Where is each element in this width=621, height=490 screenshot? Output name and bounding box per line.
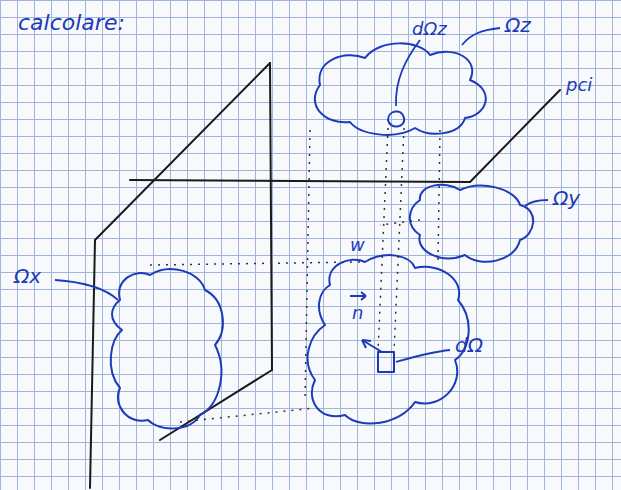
region-label: Ωx — [14, 266, 41, 286]
region-label: Ωy — [553, 188, 580, 208]
heading-note: calcolare: — [18, 12, 125, 34]
element-label: dΩ — [455, 335, 483, 355]
plane-label: pci — [566, 76, 592, 94]
region-label: Ωz — [505, 15, 531, 35]
normal-vector-label: n — [352, 304, 363, 322]
distance-label: w — [350, 236, 365, 254]
element-label: dΩz — [412, 20, 447, 38]
